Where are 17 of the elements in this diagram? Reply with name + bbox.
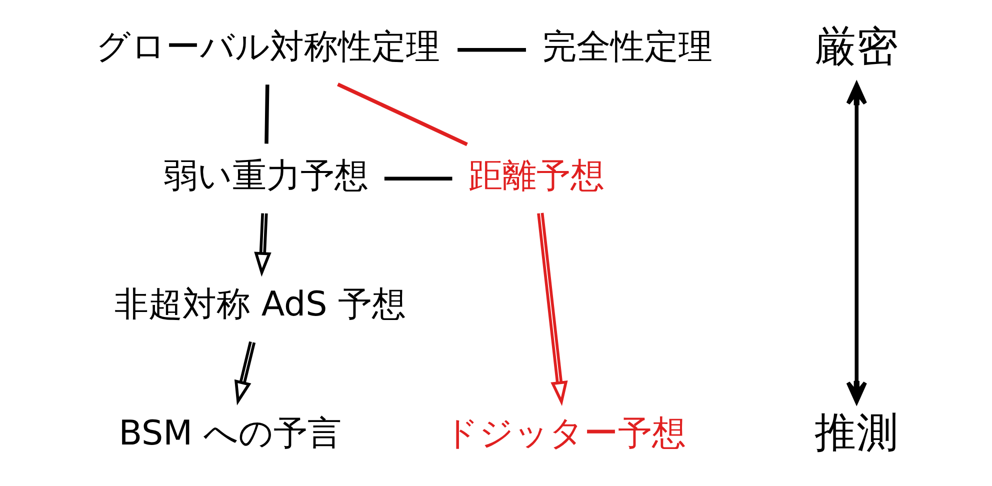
connector	[458, 48, 526, 52]
node-text: 弱い重力予想	[163, 156, 368, 196]
connector	[264, 84, 270, 144]
arrow	[537, 212, 568, 406]
node-text: BSM への予言	[118, 413, 342, 454]
node-text: ドジッター予想	[444, 413, 686, 454]
connector	[337, 82, 468, 146]
arrow	[234, 341, 256, 406]
node-text: 完全性定理	[542, 27, 713, 68]
arrow	[254, 213, 272, 277]
node-text: 推測	[814, 410, 899, 457]
arrow	[846, 82, 868, 404]
node-text: 距離予想	[468, 156, 605, 196]
node-text: グローバル対称性定理	[96, 27, 440, 68]
connector	[384, 176, 452, 181]
node-text: 非超対称 AdS 予想	[114, 284, 406, 325]
node-text: 厳密	[814, 24, 899, 71]
